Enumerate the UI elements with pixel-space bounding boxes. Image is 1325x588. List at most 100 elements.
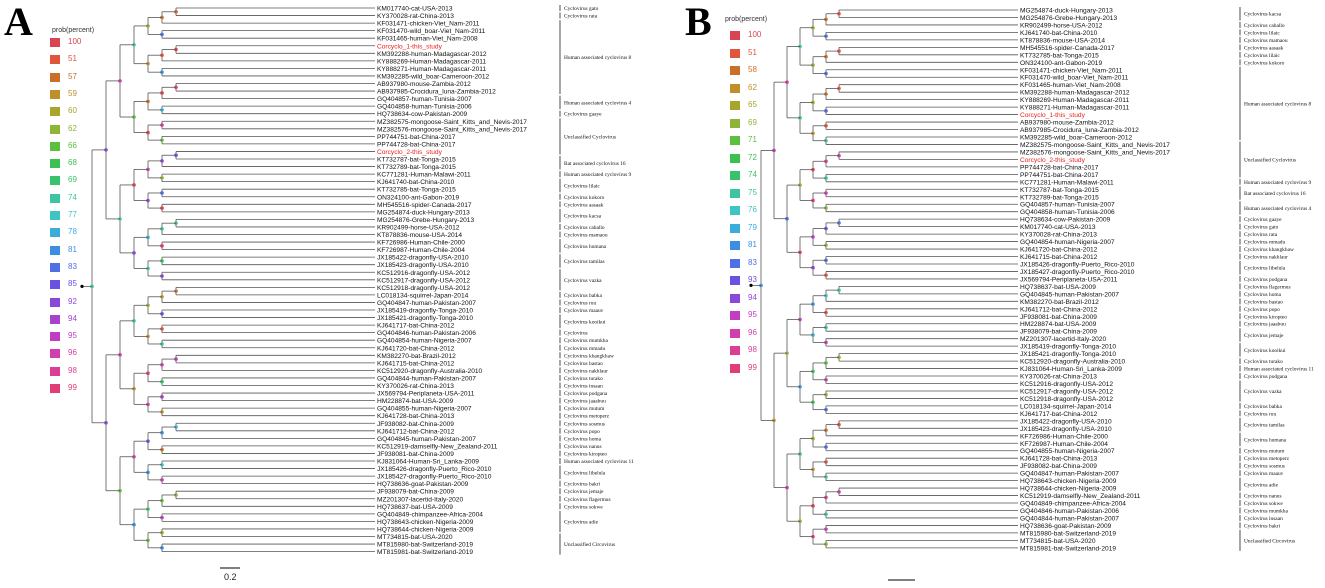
clade-label: Cyclovirus gato bbox=[1244, 225, 1279, 231]
legend-swatch bbox=[50, 366, 60, 376]
legend-swatch bbox=[730, 83, 740, 93]
clade-label: Cyclovirus nakhlaur bbox=[1244, 255, 1288, 261]
tip-label: JX185421-dragonfly-Tonga-2010 bbox=[1020, 351, 1116, 358]
tip-label: KJ641717-bat-China-2012 bbox=[1020, 411, 1098, 418]
tip-label: GQ404854-human-Nigeria-2007 bbox=[1020, 239, 1115, 246]
tip-label: PP744751-bat-China-2017 bbox=[377, 134, 456, 141]
legend-label: 69 bbox=[68, 175, 77, 185]
tip-label: Corcyclo_1-this_study bbox=[1020, 112, 1086, 119]
clade-label: Cyclovirus adie bbox=[1244, 482, 1279, 488]
legend-swatch bbox=[730, 171, 740, 180]
tip-label: KC512917-dragonfly-USA-2012 bbox=[1020, 388, 1113, 395]
tip-label: GQ404858-human-Tunisia-2006 bbox=[377, 104, 472, 111]
legend-title-a: prob(percent) bbox=[52, 27, 95, 34]
clade-label: Cyclovirus bastao bbox=[1244, 299, 1283, 305]
tip-label: KM392285-wild_boar-Cameroon-2012 bbox=[377, 73, 489, 80]
tip-label: Corcyclo_2-this_study bbox=[1020, 157, 1086, 164]
tip-label: KY888269-Human-Madagascar-2011 bbox=[1020, 97, 1129, 104]
legend-label: 51 bbox=[68, 54, 77, 64]
legend-label: 74 bbox=[68, 192, 77, 202]
clade-label: Cyclovirus mmadu bbox=[564, 346, 605, 352]
tip-label: JX185427-dragonfly-Puerto_Rico-2010 bbox=[1020, 269, 1135, 276]
clade-label: Cyclovirus libelula bbox=[564, 470, 606, 476]
clade-label: Unclassified Circovirus bbox=[564, 541, 615, 548]
tip-label: GQ404847-human-Pakistan-2007 bbox=[377, 300, 476, 307]
clade-label: Cyclovirus nakhlaur bbox=[564, 368, 608, 374]
clade-label: Bat associated cyclovirus 16 bbox=[1244, 191, 1306, 197]
phylogenetic-tree-b: MG254874-duck-Hungary-2013MG254876-Grebe… bbox=[749, 7, 1314, 581]
legend-label: 71 bbox=[748, 135, 757, 144]
clade-label: Cyclovirus metoperz bbox=[564, 414, 610, 420]
panel-divider bbox=[662, 0, 663, 588]
tip-label: Corcyclo_2-this_study bbox=[377, 149, 443, 156]
panel-label-a: A bbox=[4, 0, 33, 44]
tip-label: HQ738637-bat-USA-2009 bbox=[1020, 284, 1096, 291]
clade-label: Cyclovirus bakri bbox=[564, 482, 601, 488]
tip-label: KR902499-horse-USA-2012 bbox=[1020, 22, 1103, 29]
tip-label: LC018134-squirrel-Japan-2014 bbox=[1020, 403, 1112, 410]
legend-label: 79 bbox=[748, 222, 757, 232]
clade-label: Cyclovirus aasaak bbox=[564, 202, 604, 208]
clade-label: Cyclovirus mutum bbox=[564, 406, 605, 412]
legend-label: 75 bbox=[748, 187, 757, 197]
clade-label: Human associated cyclovirus 4 bbox=[564, 100, 632, 106]
legend-swatch bbox=[50, 211, 60, 220]
tip-label: KF031465-human-Viet_Nam-2008 bbox=[377, 36, 478, 43]
tip-label: KJ641740-bat-China-2010 bbox=[377, 179, 455, 186]
clade-label: Cyclovirus ruu bbox=[1244, 411, 1276, 417]
tip-label: MZ382576-mongoose-Saint_Kitts_and_Nevis-… bbox=[377, 126, 527, 133]
clade-label: Cyclovirus jemaje bbox=[1244, 333, 1284, 339]
legend-label: 78 bbox=[68, 227, 77, 237]
tip-label: KF031471-chicken-Viet_Nam-2011 bbox=[1020, 67, 1123, 74]
clade-label: Cyclovirus caballo bbox=[564, 225, 605, 231]
tip-label: GQ404858-human-Tunisia-2006 bbox=[1020, 209, 1115, 216]
tip-label: MZ201307-lacertid-Italy-2020 bbox=[1020, 336, 1106, 343]
tip-label: MT815980-bat-Switzerland-2019 bbox=[377, 542, 473, 549]
tip-label: MZ382575-mongoose-Saint_Kitts_and_Nevis-… bbox=[1020, 142, 1170, 149]
legend-label: 83 bbox=[748, 257, 757, 267]
scale-bar-label: 0.2 bbox=[224, 572, 237, 582]
clade-label: Cyclovirus sokwe bbox=[1244, 501, 1283, 507]
legend-swatch bbox=[730, 311, 740, 320]
clade-label: Cyclovirus flagermus bbox=[1244, 283, 1291, 290]
clade-label: Cyclovirus lilaic bbox=[1244, 53, 1280, 59]
clade-label: Cyclovirus rata bbox=[564, 14, 598, 20]
tip-label: JX185426-dragonfly-Puerto_Rico-2010 bbox=[377, 466, 492, 473]
tip-label: KJ641740-bat-China-2010 bbox=[1020, 30, 1098, 37]
tip-label: KY370028-rat-China-2013 bbox=[1020, 232, 1097, 239]
tip-label: KJ641712-bat-China-2012 bbox=[1020, 306, 1098, 313]
tip-label: HQ738637-bat-USA-2009 bbox=[377, 504, 453, 511]
tip-label: KJ641720-bat-China-2012 bbox=[1020, 247, 1098, 254]
tip-label: KT878836-mouse-USA-2014 bbox=[377, 232, 462, 239]
legend-label: 94 bbox=[748, 292, 757, 302]
legend-swatch bbox=[730, 346, 740, 355]
tip-label: KY888271-Human-Madagascar-2011 bbox=[1020, 105, 1129, 112]
legend-label: 93 bbox=[748, 275, 757, 284]
legend-label: 96 bbox=[748, 327, 757, 337]
clade-label: Cyclovirus podgana bbox=[1244, 374, 1288, 380]
tip-label: KR902499-horse-USA-2012 bbox=[377, 224, 460, 231]
clade-label: Cyclovirus kiropteo bbox=[1244, 314, 1287, 320]
clade-label: Cyclovirus jaaabuu bbox=[564, 399, 606, 405]
legend-swatch bbox=[50, 55, 60, 65]
tip-label: KF031465-human-Viet_Nam-2008 bbox=[1020, 82, 1121, 89]
legend-swatch bbox=[50, 262, 60, 272]
clade-label: Cyclovirus turako bbox=[564, 376, 603, 382]
tip-label: GQ404847-human-Pakistan-2007 bbox=[1020, 471, 1119, 478]
legend-swatch bbox=[50, 349, 60, 359]
tip-label: KJ641712-bat-China-2012 bbox=[377, 428, 455, 435]
tip-label: HQ738636-goat-Pakistan-2009 bbox=[377, 481, 469, 488]
legend-label: 68 bbox=[68, 158, 77, 168]
clade-label: Human associated cyclovirus 11 bbox=[1244, 367, 1314, 373]
legend-swatch bbox=[730, 276, 740, 285]
legend-label: 100 bbox=[68, 37, 82, 46]
tip-label: KF031470-wild_boar-Viet_Nam-2011 bbox=[377, 28, 486, 35]
tip-label: KF726986-Human-Chile-2000 bbox=[1020, 433, 1108, 440]
tip-label: MH545516-spider-Canada-2017 bbox=[1020, 45, 1115, 52]
tip-label: GQ404844-human-Pakistan-2007 bbox=[377, 375, 476, 382]
tip-label: JX185419-dragonfly-Tonga-2010 bbox=[377, 308, 473, 315]
legend-swatch bbox=[50, 193, 60, 203]
tip-label: KF726986-Human-Chile-2000 bbox=[377, 240, 465, 247]
legend-label: 100 bbox=[748, 30, 762, 39]
